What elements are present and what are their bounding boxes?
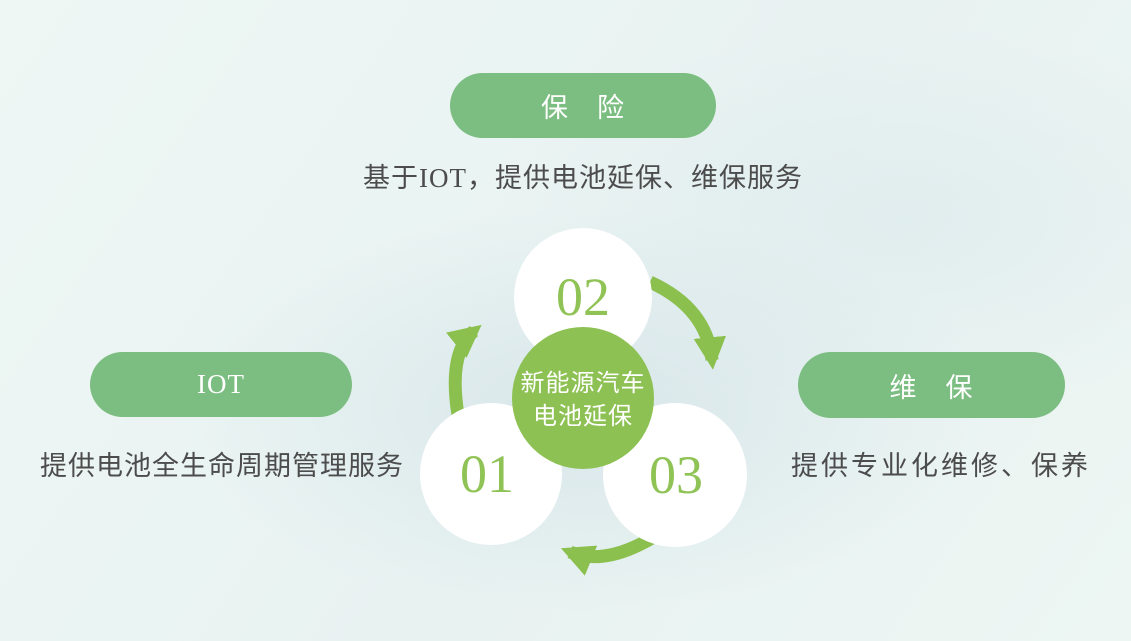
step-2-number: 02 bbox=[556, 267, 610, 327]
step-2-circle bbox=[514, 228, 652, 366]
cycle-arrow-right-icon bbox=[647, 276, 726, 370]
iot-pill-label: IOT bbox=[197, 369, 245, 399]
step-1-number: 01 bbox=[460, 444, 514, 504]
maintenance-description: 提供专业化维修、保养 bbox=[791, 451, 1091, 481]
maintenance-pill: 维 保 bbox=[798, 352, 1065, 418]
cycle-arrow-bottom-icon bbox=[560, 532, 656, 576]
iot-description: 提供电池全生命周期管理服务 bbox=[40, 451, 404, 481]
insurance-pill-label: 保 险 bbox=[541, 93, 625, 123]
step-3-number: 03 bbox=[649, 445, 703, 505]
insurance-description: 基于IOT，提供电池延保、维保服务 bbox=[363, 163, 803, 193]
cycle-diagram: 02 01 03 新能源汽车 电池延保 bbox=[420, 228, 747, 576]
cycle-center-label-line2: 电池延保 bbox=[533, 403, 633, 430]
maintenance-pill-label: 维 保 bbox=[889, 372, 974, 403]
cycle-arrow-left-icon bbox=[446, 324, 482, 417]
cycle-center-circle bbox=[512, 327, 654, 469]
iot-pill: IOT bbox=[90, 352, 352, 417]
insurance-pill: 保 险 bbox=[450, 73, 716, 138]
cycle-center-label-line1: 新能源汽车 bbox=[521, 370, 646, 397]
